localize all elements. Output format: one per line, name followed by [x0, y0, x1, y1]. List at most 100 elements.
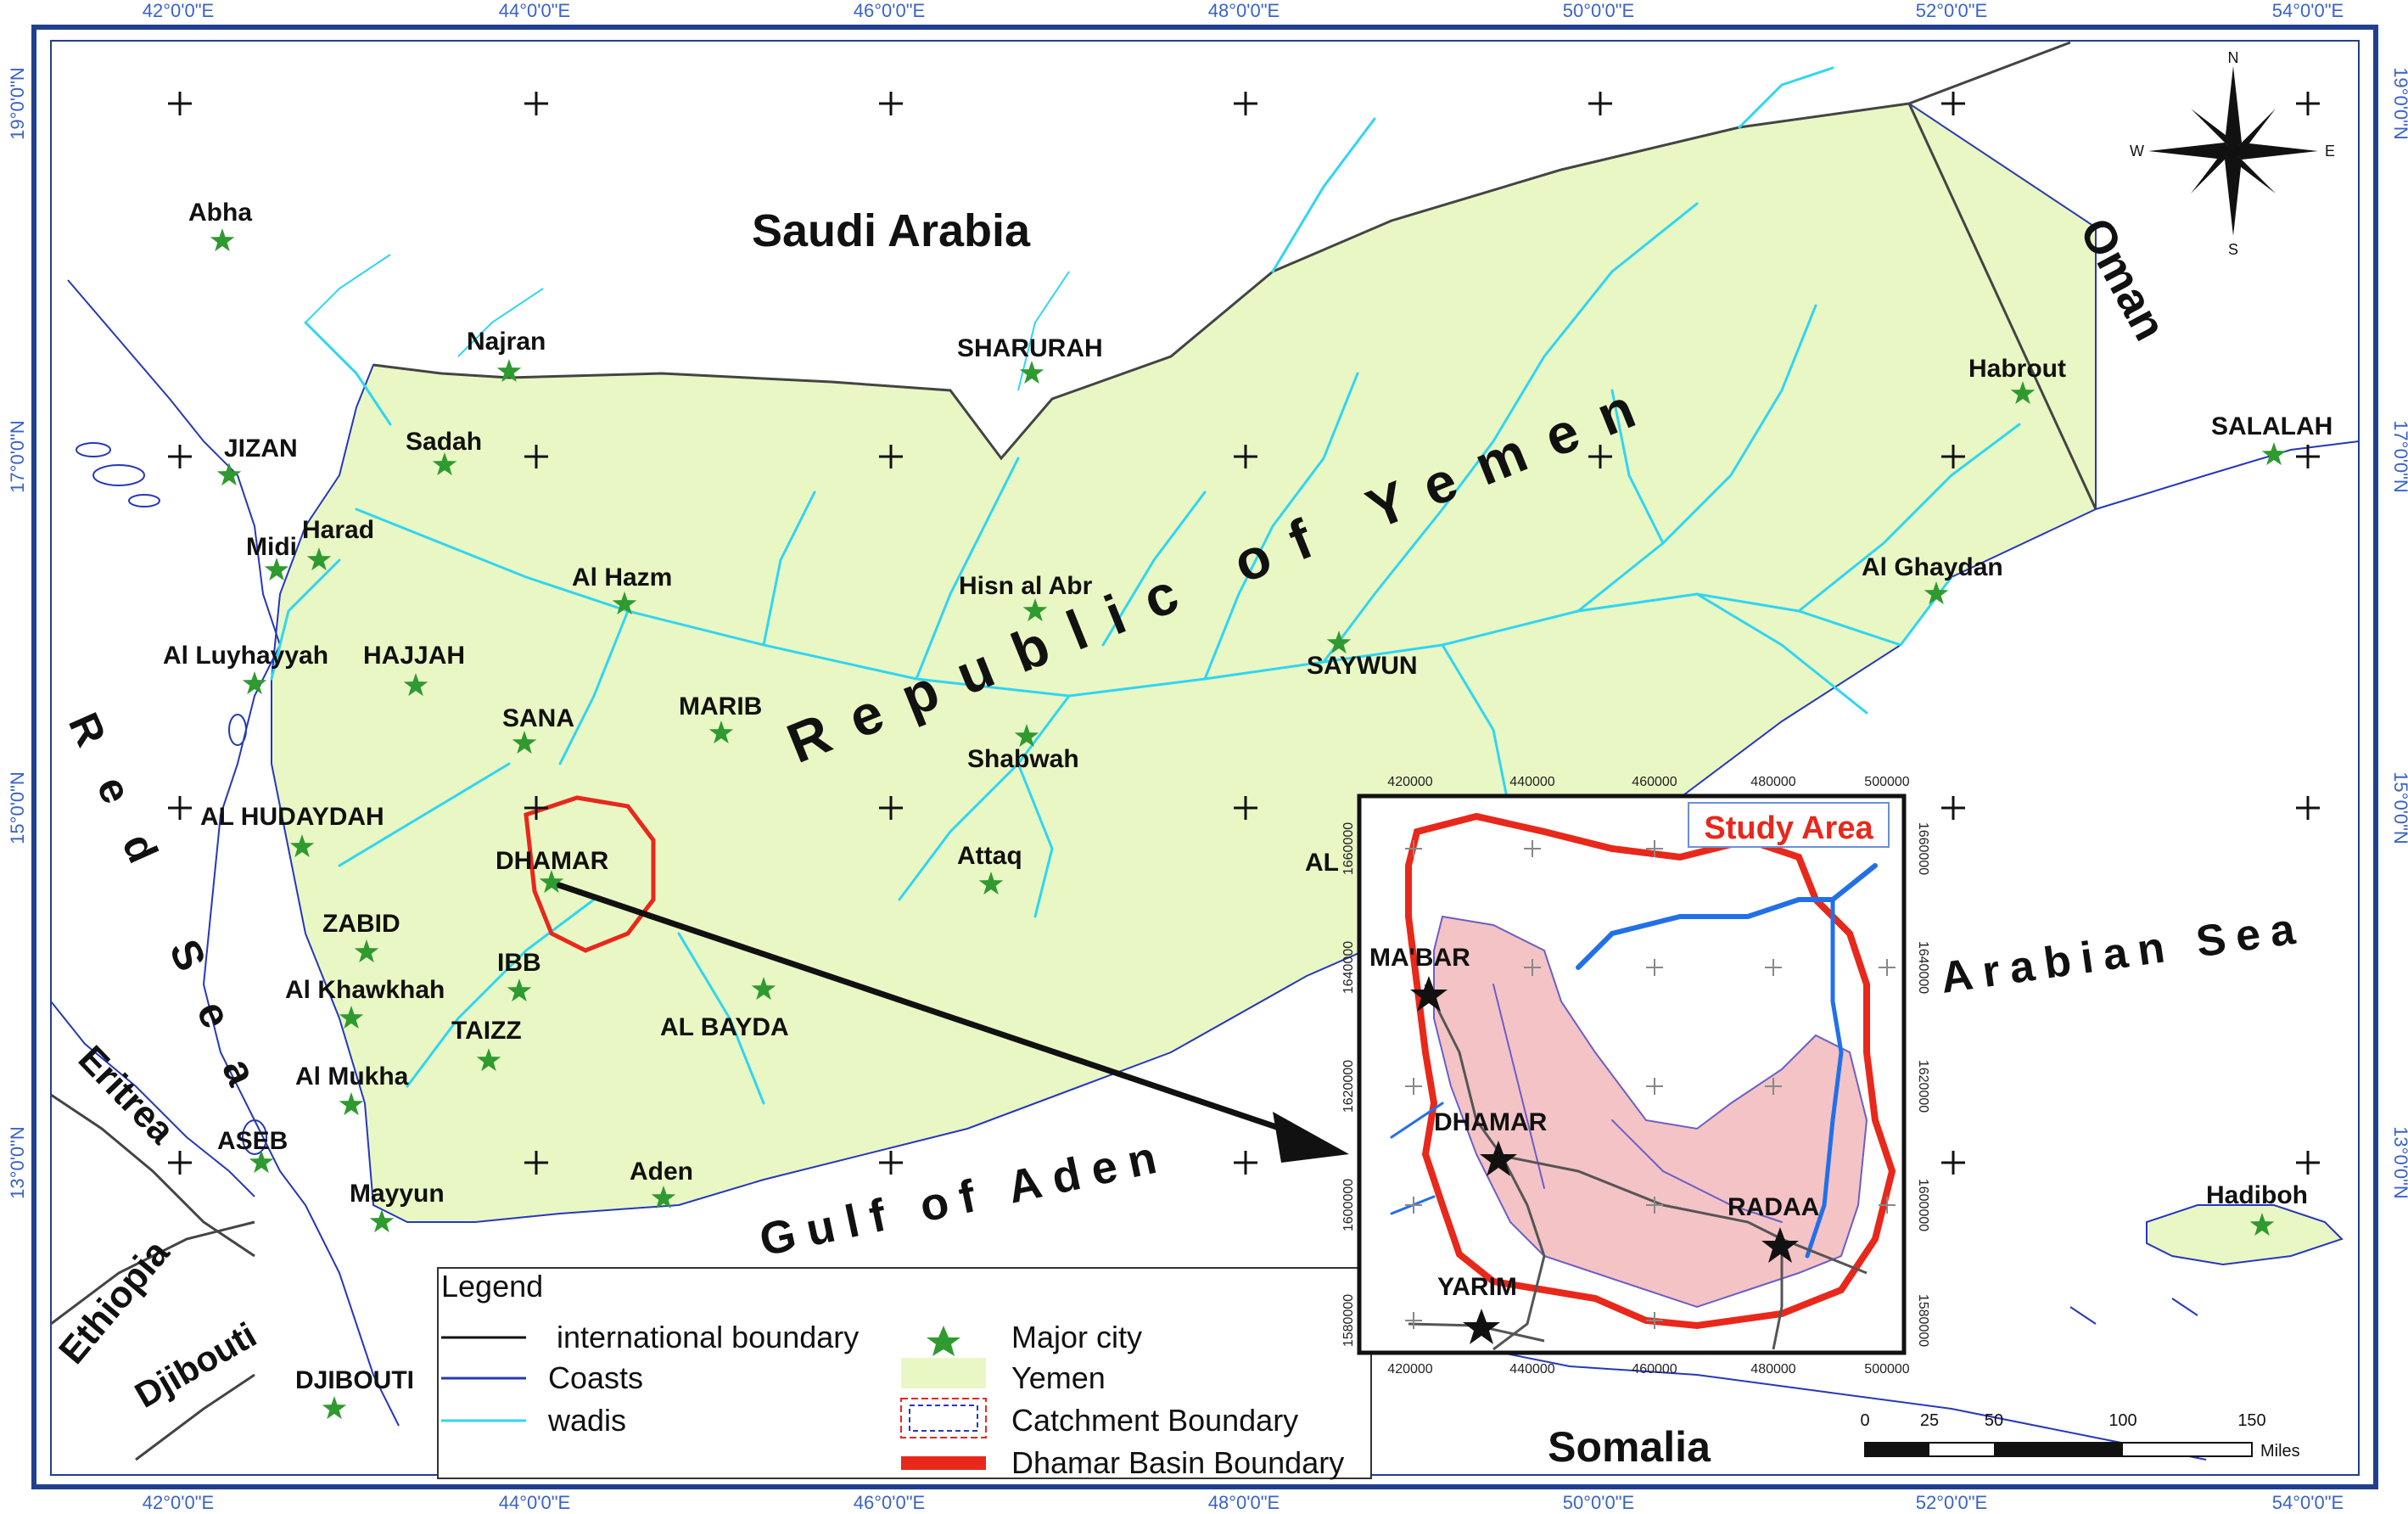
- city-star: [264, 558, 289, 581]
- inset-x-tick: 480000: [1750, 1362, 1795, 1377]
- scale-tick: 0: [1860, 1411, 1869, 1430]
- city-label: Attaq: [957, 842, 1022, 870]
- city-star: [539, 870, 564, 894]
- city-star: [507, 978, 532, 1002]
- city-label: Mayyun: [350, 1180, 445, 1208]
- inset-city-star: [1480, 1141, 1517, 1176]
- city-labels: Abha Najran SHARURAH Habrout SALALAH JIZ…: [163, 199, 2332, 1394]
- city-label: Sadah: [406, 428, 482, 456]
- grid-label: 44°0'0"E: [499, 0, 570, 21]
- city-star: [496, 359, 522, 383]
- inset-y-tick: 1660000: [1916, 822, 1930, 875]
- city-label: Shabwah: [967, 745, 1079, 773]
- city-star: [432, 452, 457, 476]
- inset-x-tick: 420000: [1387, 1362, 1432, 1377]
- city-label: AL HUDAYDAH: [200, 803, 384, 831]
- city-star: [1924, 581, 1949, 605]
- legend-item: Catchment Boundary: [1011, 1403, 1298, 1438]
- inset-y-tick: 1640000: [1916, 941, 1930, 994]
- inset-arrow: [550, 879, 1349, 1163]
- inset-y-tick: 1620000: [1916, 1060, 1930, 1113]
- international-boundaries: [50, 41, 2097, 1461]
- region-somalia: Somalia: [1548, 1423, 1711, 1471]
- city-label: Al Luyhayyah: [163, 642, 328, 670]
- city-star: [339, 1006, 364, 1029]
- grid-label: 44°0'0"E: [499, 1492, 570, 1513]
- legend-item: international boundary: [557, 1320, 859, 1354]
- city-label: DHAMAR: [496, 847, 609, 875]
- grid-labels-right: 19°0'0"N 17°0'0"N 15°0'0"N 13°0'0"N: [2390, 67, 2408, 1199]
- city-label: SALALAH: [2211, 412, 2332, 440]
- city-label: Harad: [302, 516, 374, 544]
- city-label: DJIBOUTI: [295, 1366, 414, 1394]
- city-label: AL BAYDA: [660, 1013, 789, 1041]
- city-star: [612, 592, 637, 615]
- grid-labels-bottom: 42°0'0"E 44°0'0"E 46°0'0"E 48°0'0"E 50°0…: [143, 1492, 2344, 1513]
- city-label: SAYWUN: [1307, 652, 1418, 680]
- legend-item: Coasts: [548, 1360, 643, 1395]
- city-star: [210, 228, 235, 252]
- city-label: Hisn al Abr: [959, 572, 1093, 600]
- city-star: [339, 1092, 364, 1116]
- grid-label: 48°0'0"E: [1208, 0, 1280, 21]
- city-label: Aden: [630, 1158, 693, 1186]
- socotra-island: [2146, 1204, 2344, 1266]
- inset-y-tick: 1640000: [1341, 941, 1356, 994]
- wadi-network-saudi: [305, 254, 1070, 391]
- inset-basin-fill: [1433, 915, 1868, 1309]
- inset-grid-crosses: [1405, 840, 1896, 1329]
- inset-y-tick: 1580000: [1916, 1294, 1930, 1347]
- city-star: [2261, 442, 2287, 466]
- region-saudi-arabia: Saudi Arabia: [752, 205, 1031, 256]
- city-label: Al Hazm: [572, 564, 672, 592]
- city-label: ZABID: [322, 910, 400, 938]
- city-star: [354, 939, 379, 963]
- inset-city-star: [1463, 1309, 1500, 1344]
- grid-label: 52°0'0"E: [1916, 0, 1987, 21]
- inset-x-tick: 440000: [1509, 1362, 1554, 1377]
- inset-roads: [1408, 984, 1868, 1351]
- inset-y-tick: 1600000: [1916, 1179, 1930, 1231]
- city-label: HAJJAH: [363, 642, 465, 670]
- city-label: MARIB: [679, 693, 762, 721]
- city-label: JIZAN: [224, 435, 298, 463]
- inset-city-label: DHAMAR: [1434, 1108, 1548, 1136]
- grid-label: 50°0'0"E: [1563, 1492, 1634, 1513]
- grid-label: 48°0'0"E: [1208, 1492, 1280, 1513]
- city-star: [512, 731, 537, 754]
- city-star: [403, 673, 428, 697]
- inset-y-tick: 1660000: [1341, 822, 1356, 875]
- inset-x-tick: 500000: [1864, 775, 1909, 789]
- scale-tick: 25: [1920, 1411, 1939, 1430]
- inset-city-star: [1761, 1227, 1799, 1263]
- scale-tick: 150: [2237, 1411, 2265, 1430]
- city-label: ASEB: [217, 1127, 288, 1155]
- grid-labels-top: 42°0'0"E 44°0'0"E 46°0'0"E 48°0'0"E 50°0…: [143, 0, 2344, 21]
- inset-x-tick: 480000: [1750, 775, 1795, 789]
- dhamar-basin-boundary-main: [524, 795, 656, 953]
- city-star: [651, 1186, 676, 1209]
- inset-x-tick: 500000: [1864, 1362, 1909, 1377]
- study-area-inset: 420000 440000 460000 480000 500000 42000…: [1341, 775, 1930, 1377]
- city-label: Al Mukha: [295, 1063, 409, 1091]
- grid-label: 13°0'0"N: [2390, 1126, 2408, 1199]
- grid-label: 42°0'0"E: [143, 1492, 214, 1513]
- grid-label: 42°0'0"E: [143, 0, 214, 21]
- grid-label: 54°0'0"E: [2272, 1492, 2344, 1513]
- scale-bar: 0 25 50 100 150 Miles: [1860, 1411, 2299, 1461]
- city-label: Hadiboh: [2206, 1181, 2308, 1209]
- compass-w: W: [2130, 143, 2144, 160]
- city-label: SANA: [502, 704, 574, 732]
- compass-e: E: [2325, 143, 2335, 160]
- city-label: AL: [1305, 849, 1339, 877]
- grid-label: 15°0'0"N: [2390, 771, 2408, 844]
- grid-labels-left: 19°0'0"N 17°0'0"N 15°0'0"N 13°0'0"N: [7, 67, 28, 1199]
- city-star: [289, 834, 315, 858]
- city-label: Al Ghaydan: [1862, 553, 2003, 581]
- city-label: Midi: [246, 533, 297, 561]
- city-markers: [210, 228, 2287, 1420]
- city-star: [306, 547, 332, 571]
- city-star: [708, 721, 734, 744]
- legend-item: Dhamar Basin Boundary: [1011, 1445, 1344, 1480]
- compass-rose: N S E W: [2130, 49, 2335, 258]
